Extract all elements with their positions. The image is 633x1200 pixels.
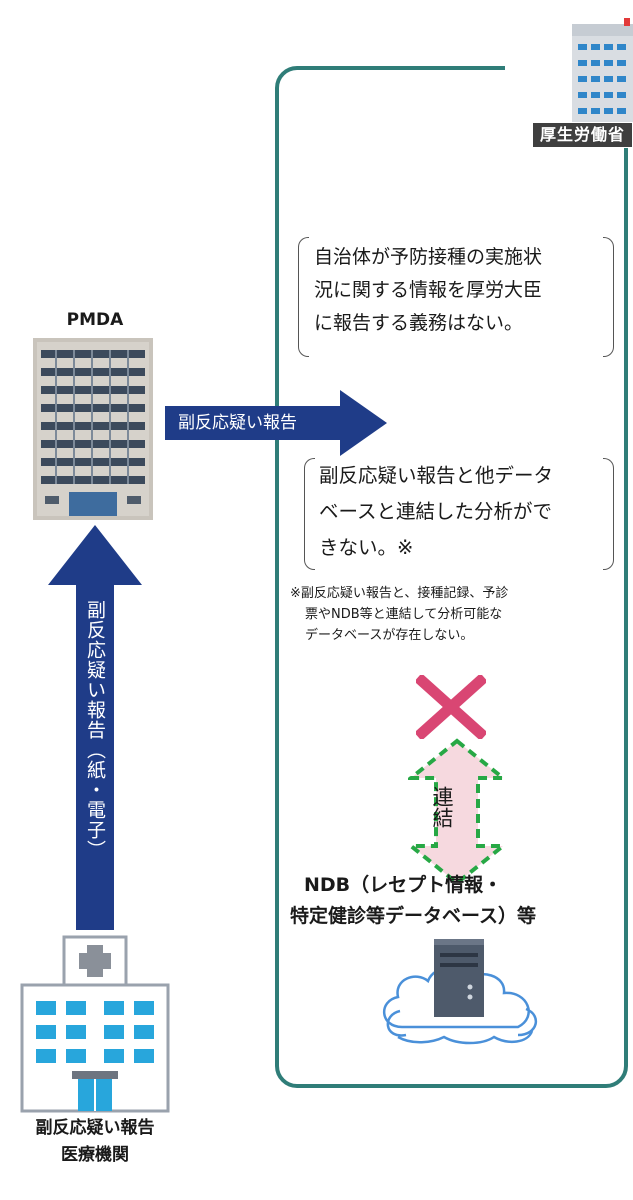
note-no-reporting-obligation: 自治体が予防接種の実施状 況に関する情報を厚労大臣 に報告する義務はない。 xyxy=(298,237,614,357)
ndb-label-line2: 特定健診等データベース）等 xyxy=(290,905,537,927)
ndb-label-line1: NDB（レセプト情報・ xyxy=(304,874,503,896)
note1-line2: 況に関する情報を厚労大臣 xyxy=(314,279,543,301)
report-arrow-up xyxy=(48,525,142,930)
ndb-label: NDB（レセプト情報・ 特定健診等データベース）等 xyxy=(290,870,630,932)
hospital-building-icon xyxy=(20,935,170,1113)
pmda-label: PMDA xyxy=(66,310,124,330)
report-arrow-up-label: 副反応疑い報告（紙・電子） xyxy=(84,600,106,860)
footnote-line3: データベースが存在しない。 xyxy=(305,628,474,643)
pmda-building-icon xyxy=(33,338,153,520)
footnote-line1: ※副反応疑い報告と、接種記録、予診 xyxy=(290,586,509,601)
footnote: ※副反応疑い報告と、接種記録、予診 票やNDB等と連結して分析可能な データベー… xyxy=(290,583,630,646)
report-arrow-right-label: 副反応疑い報告 xyxy=(178,413,297,433)
note2-line2: ベースと連結した分析がで xyxy=(319,500,553,523)
report-arrow-right xyxy=(165,390,387,456)
cross-mark-icon xyxy=(416,675,486,739)
ministry-sign: 厚生労働省 xyxy=(532,122,633,148)
note2-line3: きない。※ xyxy=(319,536,414,559)
hospital-label-line2: 医療機関 xyxy=(61,1145,129,1165)
note2-line1: 副反応疑い報告と他データ xyxy=(319,464,554,487)
note1-line1: 自治体が予防接種の実施状 xyxy=(314,246,543,268)
frame-gap xyxy=(505,60,575,74)
note-no-linkage-analysis: 副反応疑い報告と他データ ベースと連結した分析がで きない。※ xyxy=(304,458,614,570)
ministry-scope-frame xyxy=(275,66,628,1088)
link-double-arrow-icon xyxy=(408,738,506,886)
link-label: 連結 xyxy=(430,786,454,828)
note1-line3: に報告する義務はない。 xyxy=(314,312,524,334)
cloud-database-icon xyxy=(382,939,538,1045)
hospital-label: 副反応疑い報告 医療機関 xyxy=(0,1115,190,1169)
ministry-building-icon xyxy=(572,18,633,130)
footnote-line2: 票やNDB等と連結して分析可能な xyxy=(305,607,503,622)
hospital-label-line1: 副反応疑い報告 xyxy=(35,1118,155,1138)
